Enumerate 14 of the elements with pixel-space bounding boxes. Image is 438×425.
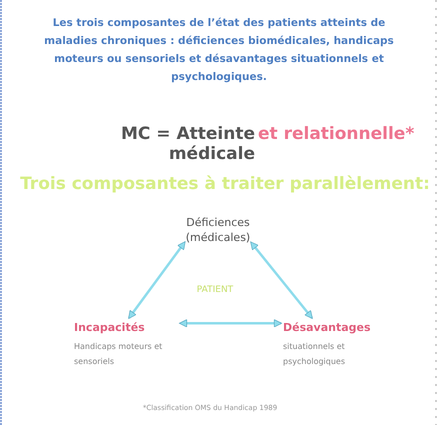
double-arrow (178, 319, 282, 328)
node-description: situationnels et psychologiques (283, 341, 346, 368)
node-description: Handicaps moteurs et sensoriels (74, 341, 164, 368)
node-heading: Incapacités (74, 320, 146, 335)
subtitle: Trois composantes à traiter parallèlement: (20, 174, 430, 194)
formula-text: MC = Atteinte médicale (120, 124, 255, 164)
node-heading: Déficiences (185, 215, 251, 230)
double-arrow (128, 241, 186, 319)
center-label: PATIENT (196, 285, 234, 295)
title: Les trois composantes de l’état des patients atteints de maladies chroniques : déficiences biomédicales, handicaps moteurs ou sensoriels et désavantages situationnels et psychologiques. (43, 16, 395, 85)
formula-text: et relationnelle* (258, 124, 416, 144)
node-heading: Désavantages (283, 320, 372, 335)
node-description: (médicales) (184, 230, 252, 245)
double-arrow (250, 241, 313, 319)
